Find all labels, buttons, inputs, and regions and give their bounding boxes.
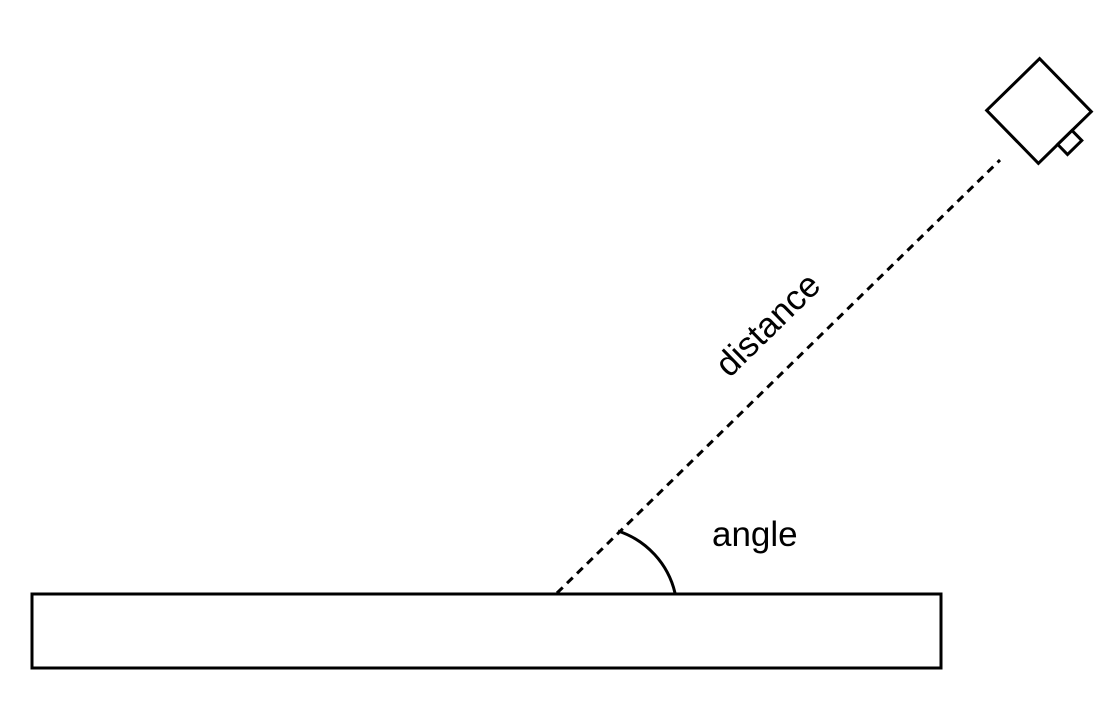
angle-arc: [617, 529, 677, 594]
angle-label: angle: [712, 515, 798, 554]
camera-sensor-icon: [984, 56, 1094, 166]
distance-label: distance: [708, 265, 828, 384]
sensor-lens: [1055, 128, 1084, 157]
surface-plate: [30, 592, 943, 670]
distance-line: [555, 158, 1002, 595]
